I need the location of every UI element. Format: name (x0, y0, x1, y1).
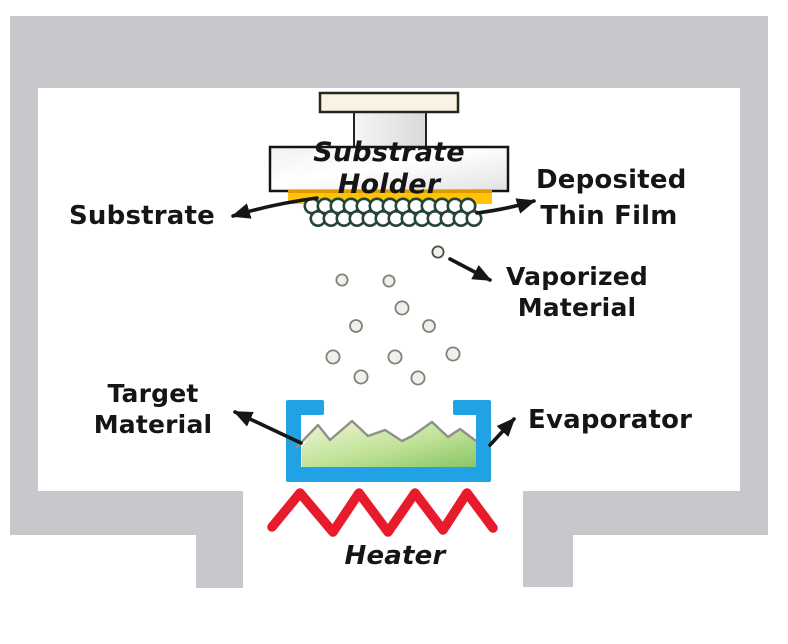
vaporized-material-label-line2: Material (517, 293, 637, 323)
substrate-label: Substrate (69, 201, 215, 231)
target-material-melt (302, 421, 476, 467)
substrate-holder-label: Substrate Holder (313, 137, 465, 200)
heater-label: Heater (344, 541, 446, 571)
vacuum-chamber (10, 16, 768, 588)
substrate-holder-box (268, 145, 510, 193)
deposited-thin-film-label-line1: Deposited (536, 165, 687, 195)
target-material-label-line2: Material (93, 409, 213, 439)
deposited-thin-film (303, 197, 483, 228)
vapor-particle (445, 346, 461, 362)
target-material-label-line1: Target (107, 379, 199, 408)
substrate-arrow (231, 196, 319, 219)
vapor-particle (335, 273, 349, 287)
vaporized-material-label-line1: Vaporized (505, 262, 649, 291)
vapor-particles (325, 245, 461, 386)
vapor-particle (387, 349, 403, 365)
vapor-particle (410, 370, 426, 386)
deposited-thin-film-label-line2: Thin Film (540, 201, 678, 232)
heater-coil (267, 488, 498, 537)
evaporator-label: Evaporator (528, 405, 693, 435)
vapor-particle (353, 369, 369, 385)
target-material-label: Target Material (84, 379, 222, 440)
target-material-arrow (233, 410, 303, 445)
vaporized-material-label: Vaporized Material (503, 261, 651, 324)
evaporator-crucible (286, 400, 491, 482)
vapor-particle (382, 274, 396, 288)
deposited-thin-film-label: Deposited Thin Film (536, 162, 687, 235)
vapor-particle (394, 300, 410, 316)
annotation-arrows (231, 196, 536, 447)
vapor-particle (422, 319, 436, 333)
vapor-particle (325, 349, 341, 365)
mount-plate (318, 91, 460, 114)
vaporized-material-arrow (448, 257, 492, 282)
vapor-particle (349, 319, 363, 333)
evaporator-arrow (488, 417, 516, 447)
vapor-particle (431, 245, 445, 259)
target-material-surface-line (295, 419, 477, 449)
deposited-film-arrow (475, 198, 536, 215)
